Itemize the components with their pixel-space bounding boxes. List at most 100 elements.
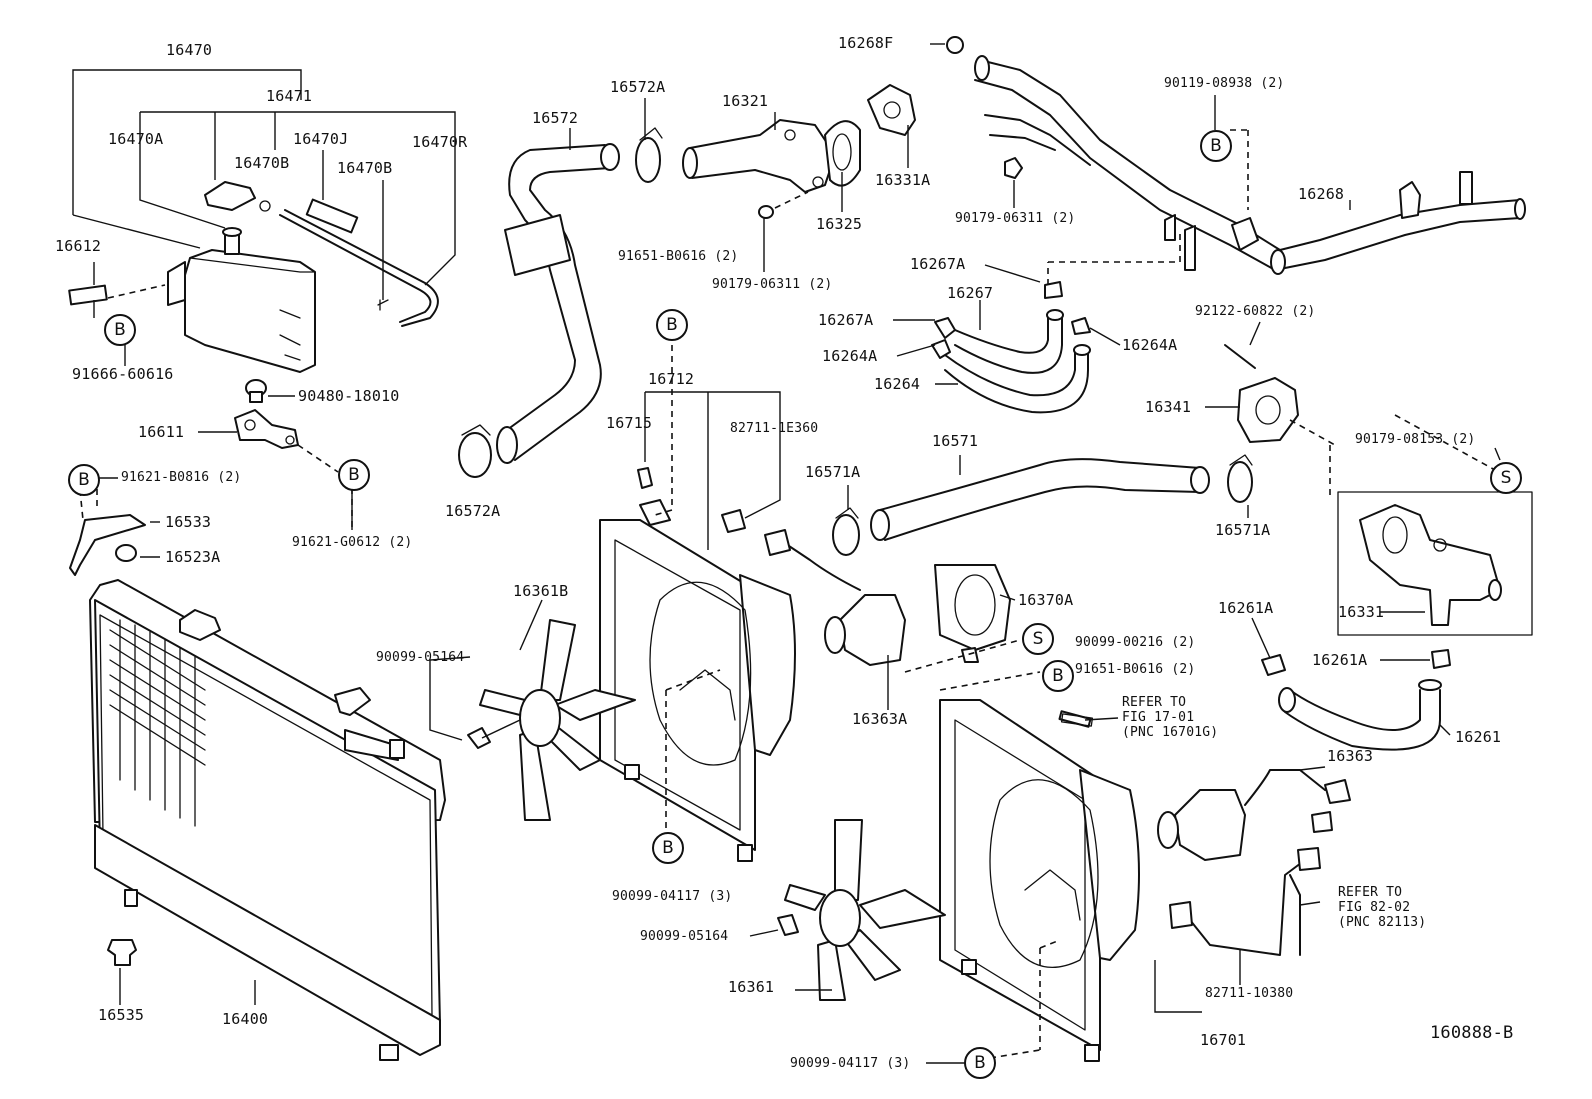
- label-90179-06311-mid: 90179-06311 (2): [712, 277, 833, 292]
- label-16321: 16321: [722, 92, 769, 110]
- label-90119-08938: 90119-08938 (2): [1164, 76, 1285, 91]
- label-90099-05164-1: 90099-05164: [376, 650, 465, 665]
- marker-b-90099-04117-2: B: [964, 1047, 996, 1079]
- label-16533: 16533: [165, 513, 212, 531]
- refer-fig82-line2: FIG 82-02: [1338, 900, 1411, 915]
- label-16470A: 16470A: [108, 130, 164, 148]
- hose-clamp-16572A: [635, 127, 663, 183]
- label-16331A: 16331A: [875, 171, 931, 189]
- label-16535: 16535: [98, 1006, 145, 1024]
- clip-16715: [637, 467, 746, 533]
- label-16712: 16712: [648, 370, 695, 388]
- label-16701: 16701: [1200, 1031, 1247, 1049]
- label-91666-60616: 91666-60616: [72, 365, 174, 383]
- label-90099-04117-1: 90099-04117 (3): [612, 889, 733, 904]
- refer-fig17-line2: FIG 17-01: [1122, 710, 1195, 725]
- label-90179-08153: 90179-08153 (2): [1355, 432, 1476, 447]
- label-16363: 16363: [1327, 747, 1374, 765]
- label-90099-00216: 90099-00216 (2): [1075, 635, 1196, 650]
- label-16264: 16264: [874, 375, 921, 393]
- label-16261A-1: 16261A: [1218, 599, 1274, 617]
- refer-fig17-line3: (PNC 16701G): [1122, 725, 1219, 740]
- label-16361B: 16361B: [513, 582, 569, 600]
- marker-s-90099-00216: S: [1022, 623, 1054, 655]
- label-16370A: 16370A: [1018, 591, 1074, 609]
- diagram-id: 160888-B: [1430, 1023, 1514, 1043]
- label-16331: 16331: [1338, 603, 1385, 621]
- label-16715: 16715: [606, 414, 653, 432]
- label-16261A-2: 16261A: [1312, 651, 1368, 669]
- label-91621-G0612: 91621-G0612 (2): [292, 535, 413, 550]
- marker-b-91621g: B: [338, 459, 370, 491]
- reservoir-tank: [167, 227, 316, 373]
- reservoir-bracket-lines: [72, 69, 456, 300]
- label-16571A-2: 16571A: [1215, 521, 1271, 539]
- fan-shroud-upper: [599, 499, 796, 862]
- radiator: [89, 579, 446, 1061]
- label-16267A-2: 16267A: [818, 311, 874, 329]
- fan-shroud-lower: [939, 699, 1140, 1062]
- label-16470B-2: 16470B: [337, 159, 393, 177]
- label-16612: 16612: [55, 237, 102, 255]
- label-91621-B0816: 91621-B0816 (2): [121, 470, 242, 485]
- label-16264A-1: 16264A: [1122, 336, 1178, 354]
- label-16361: 16361: [728, 978, 775, 996]
- label-90480-18010: 90480-18010: [298, 387, 400, 405]
- label-16400: 16400: [222, 1010, 269, 1028]
- refer-fig82-line1: REFER TO: [1338, 885, 1403, 900]
- label-16470: 16470: [166, 41, 213, 59]
- label-90099-04117-2: 90099-04117 (3): [790, 1056, 911, 1071]
- label-16470J: 16470J: [293, 130, 349, 148]
- marker-b-91621b: B: [68, 464, 100, 496]
- marker-s-90179-08153: S: [1490, 462, 1522, 494]
- label-16572: 16572: [532, 109, 579, 127]
- label-16341: 16341: [1145, 398, 1192, 416]
- label-leaders: [93, 43, 1501, 1064]
- bracket-16533: [69, 489, 146, 576]
- label-16470R: 16470R: [412, 133, 468, 151]
- marker-b-90099-04117-1: B: [652, 832, 684, 864]
- label-16471: 16471: [266, 87, 313, 105]
- label-91651-B0616-top: 91651-B0616 (2): [618, 249, 739, 264]
- label-16523A: 16523A: [165, 548, 221, 566]
- marker-b-90119: B: [1200, 130, 1232, 162]
- fan-16361B: [467, 619, 636, 821]
- bracket-16612: [68, 262, 166, 306]
- water-inlet: [1224, 344, 1533, 636]
- label-16268F: 16268F: [838, 34, 894, 52]
- overflow-hose: [279, 198, 439, 327]
- label-16325: 16325: [816, 215, 863, 233]
- grommet-16535: [107, 939, 137, 966]
- refer-fig17-line1: REFER TO: [1122, 695, 1187, 710]
- refer-markers: [1060, 713, 1094, 727]
- bolt-90179: [1004, 157, 1023, 179]
- label-82711-10380: 82711-10380: [1205, 986, 1294, 1001]
- clamp-16611: [234, 379, 339, 473]
- label-16571: 16571: [932, 432, 979, 450]
- fan-16361: [777, 819, 946, 1001]
- label-82711-1E360: 82711-1E360: [730, 421, 819, 436]
- label-16572A-top: 16572A: [610, 78, 666, 96]
- label-16267: 16267: [947, 284, 994, 302]
- lower-hose: [832, 454, 1253, 556]
- label-90099-05164-2: 90099-05164: [640, 929, 729, 944]
- refer-fig82-line3: (PNC 82113): [1338, 915, 1427, 930]
- label-16363A: 16363A: [852, 710, 908, 728]
- water-outlet: [682, 36, 964, 219]
- fan-motor-16363: [1157, 769, 1351, 956]
- label-16572A-bottom: 16572A: [445, 502, 501, 520]
- hose-clamp-16572A-lower: [458, 424, 492, 478]
- marker-b-91651-top: B: [656, 309, 688, 341]
- water-pipe: [974, 55, 1526, 275]
- bypass-hoses: [931, 230, 1181, 414]
- marker-b-91651-bottom: B: [1042, 660, 1074, 692]
- upper-hose: [496, 143, 620, 464]
- label-90179-06311-top: 90179-06311 (2): [955, 211, 1076, 226]
- label-16267A-1: 16267A: [910, 255, 966, 273]
- label-16261: 16261: [1455, 728, 1502, 746]
- label-16611: 16611: [138, 423, 185, 441]
- marker-b-91666: B: [104, 314, 136, 346]
- label-16268: 16268: [1298, 185, 1345, 203]
